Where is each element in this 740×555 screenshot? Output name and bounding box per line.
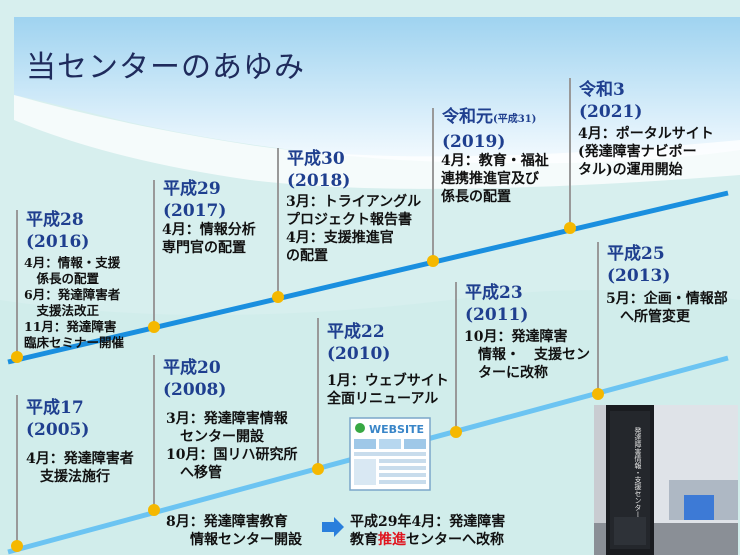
events-2019: 4月：教育・福祉 連携推進官及び 係長の配置 <box>441 153 549 205</box>
events-2018: 3月：トライアングル プロジェクト報告書 4月：支援推進官 の配置 <box>286 194 422 264</box>
marker-2019 <box>427 255 439 267</box>
marker-2016 <box>11 351 23 363</box>
marker-2013 <box>592 388 604 400</box>
events-2010: 1月：ウェブサイト 全面リニューアル <box>327 373 449 407</box>
events-2016: 4月：情報・支援 係長の配置 6月：発達障害者 支援法改正 11月：発達障害 臨… <box>24 255 125 350</box>
events-2008: 3月：発達障害情報 センター開設 10月：国リハ研究所 へ移管 <box>166 411 298 481</box>
bottom-right-note: 平成29年4月：発達障害 教育推進センターへ改称 <box>350 514 506 548</box>
marker-2008 <box>148 504 160 516</box>
events-2005: 4月：発達障害者 支援法施行 <box>26 451 134 485</box>
era-2018: 平成30(2018) <box>287 149 351 191</box>
marker-2021 <box>564 222 576 234</box>
marker-2017 <box>148 321 160 333</box>
marker-2018 <box>272 291 284 303</box>
center-sign-photo: 発達障害情報・支援センター <box>594 405 738 555</box>
marker-2010 <box>312 463 324 475</box>
era-2010: 平成22(2010) <box>327 322 391 364</box>
era-2008: 平成20(2008) <box>163 358 227 400</box>
era-2016: 平成28(2016) <box>26 210 90 252</box>
website-image: WEBSITE <box>349 417 431 491</box>
upper-timeline-line <box>7 190 729 365</box>
era-2011: 平成23(2011) <box>465 283 529 325</box>
page-title: 当センターのあゆみ <box>26 50 305 85</box>
marker-2005 <box>11 540 23 552</box>
events-2021: 4月：ポータルサイト (発達障害ナビポー タル)の運用開始 <box>578 126 714 178</box>
era-2005: 平成17(2005) <box>26 398 90 440</box>
right-arrow-icon <box>322 517 344 537</box>
era-2019: 令和元(平成31) (2019) <box>442 107 537 152</box>
era-2013: 平成25(2013) <box>607 244 671 286</box>
bottom-left-note: 8月：発達障害教育 情報センター開設 <box>166 514 302 548</box>
era-2021: 令和3(2021) <box>579 80 643 122</box>
marker-2011 <box>450 426 462 438</box>
era-2017: 平成29(2017) <box>163 179 227 221</box>
svg-text:発達障害情報・支援センター: 発達障害情報・支援センター <box>634 426 642 518</box>
svg-text:WEBSITE: WEBSITE <box>369 423 424 436</box>
events-2011: 10月：発達障害 情報・ 支援セン ターに改称 <box>464 329 590 381</box>
events-2017: 4月：情報分析 専門官の配置 <box>162 222 256 256</box>
events-2013: 5月：企画・情報部 へ所管変更 <box>606 291 728 325</box>
